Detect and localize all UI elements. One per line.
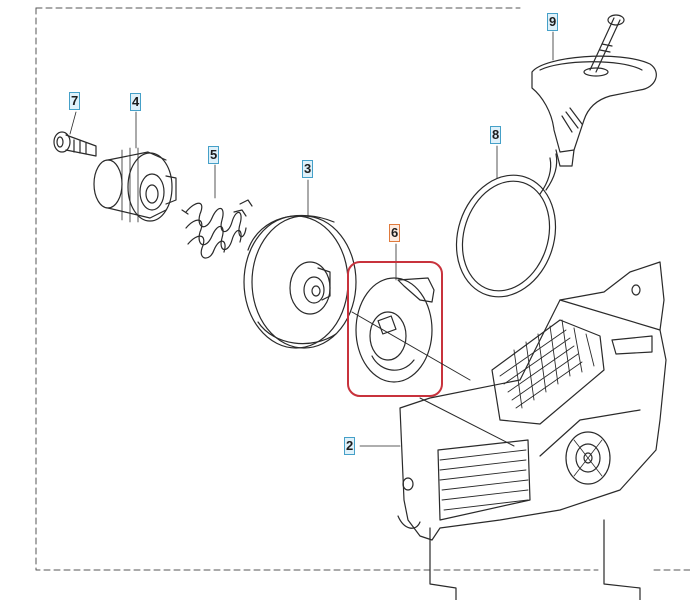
leader-7 [69, 111, 77, 135]
part-6-highlight-box [347, 261, 443, 397]
dashed-frame [35, 7, 690, 571]
callout-4: 4 [130, 93, 142, 111]
callout-3: 3 [302, 160, 314, 178]
part-9-handle [531, 14, 657, 167]
part-4-hub [93, 147, 177, 223]
callout-9: 9 [547, 13, 559, 31]
part-3-pulley [243, 214, 357, 349]
assembly-axis-2 [419, 397, 515, 447]
callout-7: 7 [69, 92, 81, 110]
part-8-rope [455, 153, 558, 298]
callout-6: 6 [389, 224, 401, 242]
callout-8: 8 [490, 126, 502, 144]
part-5-spring [181, 199, 253, 259]
part-7-screw [53, 131, 97, 157]
part-2-housing [397, 261, 667, 600]
part-6-plate [355, 277, 435, 383]
assembly-axis [351, 311, 471, 381]
callout-5: 5 [208, 146, 220, 164]
callout-2: 2 [344, 437, 356, 455]
